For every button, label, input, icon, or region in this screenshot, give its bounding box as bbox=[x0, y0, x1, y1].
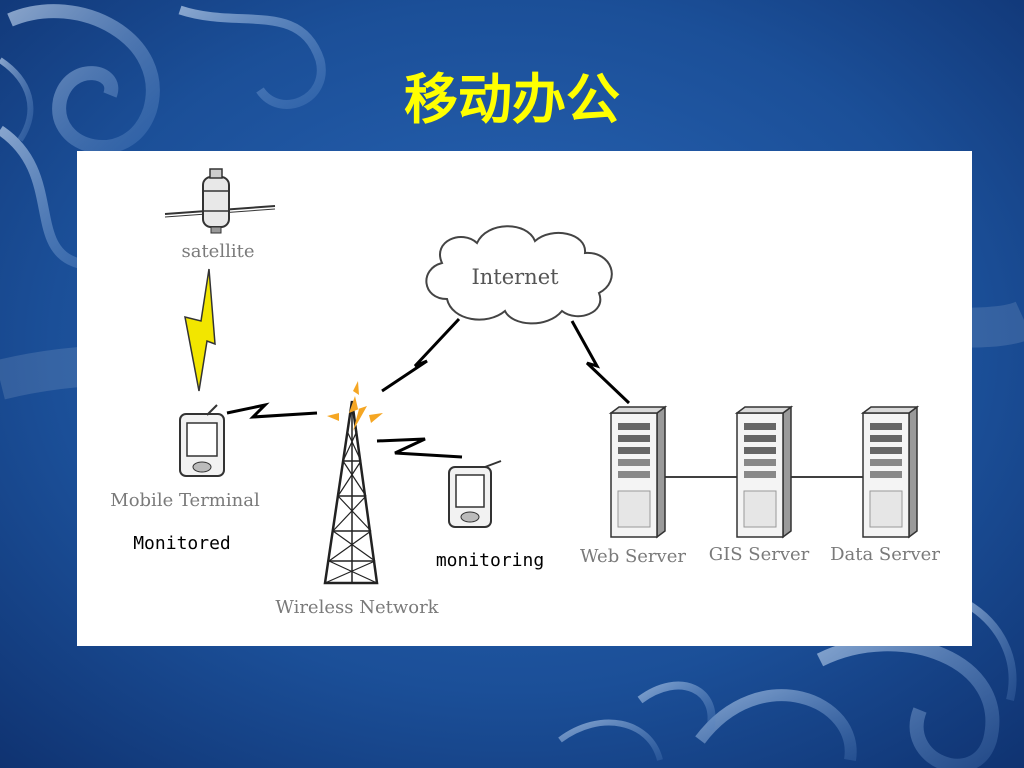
satellite-lightning-icon bbox=[184, 268, 216, 392]
wireless-tower-icon bbox=[323, 400, 379, 585]
slide-title: 移动办公 bbox=[404, 68, 620, 131]
tower-monitor-lightning-icon bbox=[376, 437, 463, 459]
satellite-label: satellite bbox=[181, 241, 254, 262]
data-server-label: Data Server bbox=[830, 544, 940, 565]
network-diagram-panel: satellite Internet Mobile Terminal Monit… bbox=[77, 151, 972, 646]
data-server-icon bbox=[860, 405, 920, 539]
internet-server-lightning-icon bbox=[570, 320, 631, 405]
web-server-label: Web Server bbox=[580, 546, 686, 567]
web-server-icon bbox=[608, 405, 668, 539]
gis-server-label: GIS Server bbox=[709, 544, 810, 565]
network-diagram: satellite Internet Mobile Terminal Monit… bbox=[110, 168, 940, 618]
monitoring-label: monitoring bbox=[436, 550, 544, 571]
wireless-network-label: Wireless Network bbox=[275, 597, 439, 618]
satellite-icon bbox=[164, 168, 276, 234]
mobile-terminal-label: Mobile Terminal bbox=[110, 490, 260, 511]
internet-label: Internet bbox=[471, 265, 559, 289]
tower-signal-icon bbox=[327, 381, 383, 431]
terminal-tower-lightning-icon bbox=[226, 402, 318, 419]
internet-tower-lightning-icon bbox=[381, 317, 461, 393]
monitoring-device-icon bbox=[448, 460, 502, 528]
internet-cloud-icon bbox=[425, 225, 613, 325]
gis-server-icon bbox=[734, 405, 794, 539]
mobile-terminal-icon bbox=[179, 404, 225, 477]
monitored-label: Monitored bbox=[133, 533, 231, 554]
